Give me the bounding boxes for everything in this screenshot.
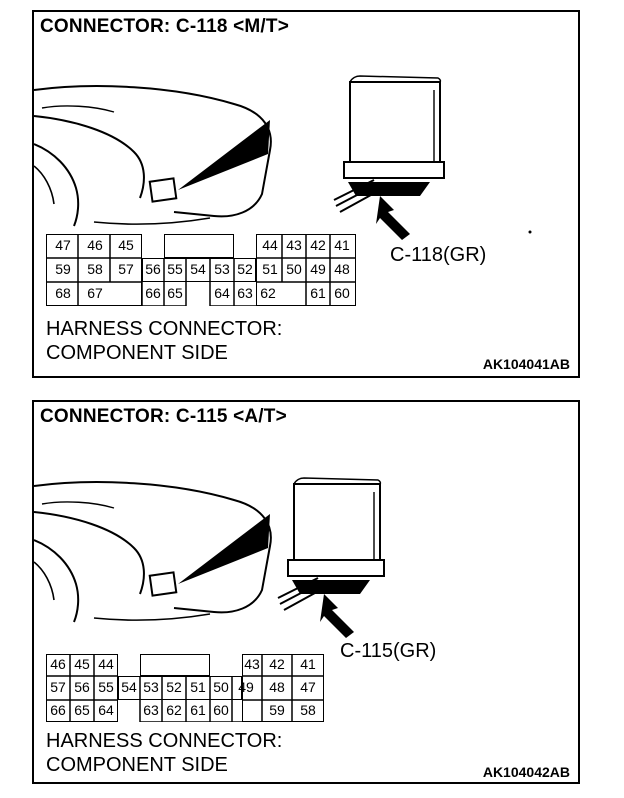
dashboard-illustration xyxy=(34,75,532,240)
pin: 63 xyxy=(237,285,253,301)
pin: 62 xyxy=(166,702,182,718)
pin: 53 xyxy=(214,261,230,277)
pin: 54 xyxy=(190,261,206,277)
connector-panel-c115: CONNECTOR: C-115 <A/T> 46 45 44 43 42 41… xyxy=(32,400,580,784)
pin: 44 xyxy=(98,656,114,672)
pin: 51 xyxy=(190,679,206,695)
pin: 43 xyxy=(244,656,260,672)
pin: 56 xyxy=(145,261,161,277)
pin: 45 xyxy=(74,656,90,672)
pin-block-outline xyxy=(242,654,324,722)
pin: 44 xyxy=(262,237,278,253)
pin: 66 xyxy=(145,285,161,301)
pin: 61 xyxy=(190,702,206,718)
pin: 62 xyxy=(260,285,276,301)
pin: 41 xyxy=(300,656,316,672)
pin: 59 xyxy=(269,702,285,718)
description-line-1: HARNESS CONNECTOR: xyxy=(46,318,283,340)
pin: 52 xyxy=(166,679,182,695)
connector-callout-label: C-115(GR) xyxy=(340,640,437,662)
pin: 55 xyxy=(167,261,183,277)
panel-title: CONNECTOR: C-118 <M/T> xyxy=(40,16,289,37)
pin-block-outline xyxy=(140,654,210,676)
pin: 42 xyxy=(269,656,285,672)
pin: 46 xyxy=(50,656,66,672)
pin: 53 xyxy=(143,679,159,695)
dashboard-illustration xyxy=(34,477,385,638)
pin: 58 xyxy=(87,261,103,277)
pin-grid: 47 46 45 44 43 42 41 59 58 57 56 55 54 5… xyxy=(46,234,356,306)
pin: 59 xyxy=(55,261,71,277)
description-line-2: COMPONENT SIDE xyxy=(46,342,228,364)
pin: 48 xyxy=(334,261,350,277)
pin: 55 xyxy=(98,679,114,695)
pin: 46 xyxy=(87,237,103,253)
pin: 41 xyxy=(334,237,350,253)
description-line-2: COMPONENT SIDE xyxy=(46,754,228,776)
pin: 60 xyxy=(334,285,350,301)
pin: 63 xyxy=(143,702,159,718)
pin: 68 xyxy=(55,285,71,301)
figure-code: AK104042AB xyxy=(482,764,570,780)
pin: 49 xyxy=(310,261,326,277)
panel-title: CONNECTOR: C-115 <A/T> xyxy=(40,406,287,427)
pin: 49 xyxy=(238,679,254,695)
description-line-1: HARNESS CONNECTOR: xyxy=(46,730,283,752)
pin: 43 xyxy=(286,237,302,253)
pin: 65 xyxy=(74,702,90,718)
pin-block-outline xyxy=(118,676,242,700)
connector-callout-label: C-118(GR) xyxy=(390,244,487,266)
pin: 66 xyxy=(50,702,66,718)
pin: 67 xyxy=(87,285,103,301)
pin-grid-lines xyxy=(46,234,356,306)
pin: 60 xyxy=(213,702,229,718)
pin: 57 xyxy=(118,261,134,277)
pin: 61 xyxy=(310,285,326,301)
pin: 56 xyxy=(74,679,90,695)
pin: 64 xyxy=(98,702,114,718)
pin: 48 xyxy=(269,679,285,695)
pin-block-outline xyxy=(46,654,118,722)
pin: 54 xyxy=(121,679,137,695)
pin-block-outline xyxy=(164,234,234,258)
pin-grid: 46 45 44 43 42 41 57 56 55 54 53 52 51 5… xyxy=(46,654,324,722)
pin: 57 xyxy=(50,679,66,695)
pin: 65 xyxy=(167,285,183,301)
connector-panel-c118: CONNECTOR: C-118 <M/T> 47 46 45 44 xyxy=(32,10,580,378)
pin: 50 xyxy=(213,679,229,695)
pin: 45 xyxy=(118,237,134,253)
pin: 64 xyxy=(214,285,230,301)
pin: 50 xyxy=(286,261,302,277)
pin: 58 xyxy=(300,702,316,718)
pin: 52 xyxy=(237,261,253,277)
pin: 42 xyxy=(310,237,326,253)
pin: 47 xyxy=(55,237,71,253)
figure-code: AK104041AB xyxy=(482,356,570,372)
pin: 47 xyxy=(300,679,316,695)
pin-grid-lines xyxy=(46,654,324,722)
pin: 51 xyxy=(262,261,278,277)
